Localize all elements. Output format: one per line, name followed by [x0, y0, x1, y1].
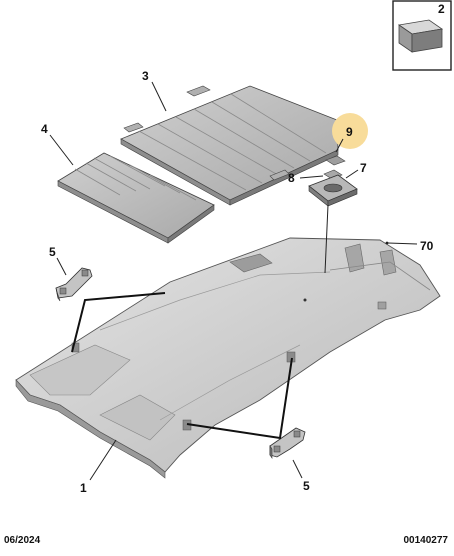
callout-9-highlight: [332, 113, 368, 149]
callout-8: 8: [288, 171, 295, 185]
footer-reference: 00140277: [403, 535, 449, 546]
part-1-headliner: [15, 237, 441, 479]
footer-date: 06/2024: [4, 535, 41, 546]
callout-7: 7: [360, 161, 367, 175]
callout-5-left: 5: [49, 245, 56, 259]
callout-4: 4: [41, 122, 48, 136]
part-4-panel: [57, 152, 215, 244]
callout-3: 3: [142, 69, 149, 83]
part-5-left-handle: [55, 267, 93, 302]
callout-2: 2: [438, 2, 445, 16]
callout-1: 1: [80, 481, 87, 495]
part-2-inset: 2: [392, 0, 452, 71]
callout-9: 9: [346, 125, 353, 139]
callout-70: 70: [420, 239, 434, 253]
part-5-right-handle: [269, 427, 306, 459]
callout-5-right: 5: [303, 479, 310, 493]
part-7-bracket: [308, 174, 358, 207]
part-9-pad: [325, 155, 346, 166]
material-block-icon: [397, 19, 444, 53]
